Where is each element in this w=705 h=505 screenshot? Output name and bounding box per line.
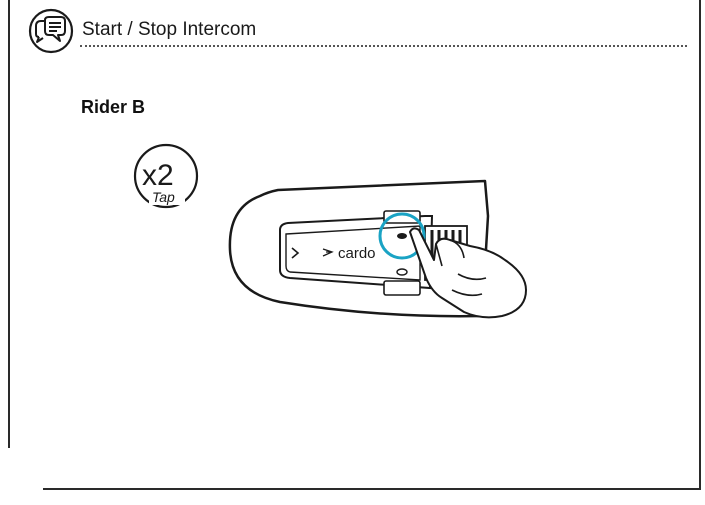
frame-right-border [699, 0, 701, 490]
header-divider [80, 45, 687, 47]
page-title: Start / Stop Intercom [82, 19, 257, 40]
tap-count-label: x2 [142, 159, 174, 192]
frame-left-border [8, 0, 10, 448]
intercom-chat-icon [27, 7, 75, 55]
tap-action-label: Tap [152, 189, 175, 205]
intercom-device-illustration: cardo [220, 178, 540, 328]
double-tap-icon: x2 Tap [131, 141, 201, 211]
rider-label: Rider B [81, 97, 146, 117]
frame-bottom-border [43, 488, 701, 490]
brand-label: cardo [338, 245, 376, 262]
